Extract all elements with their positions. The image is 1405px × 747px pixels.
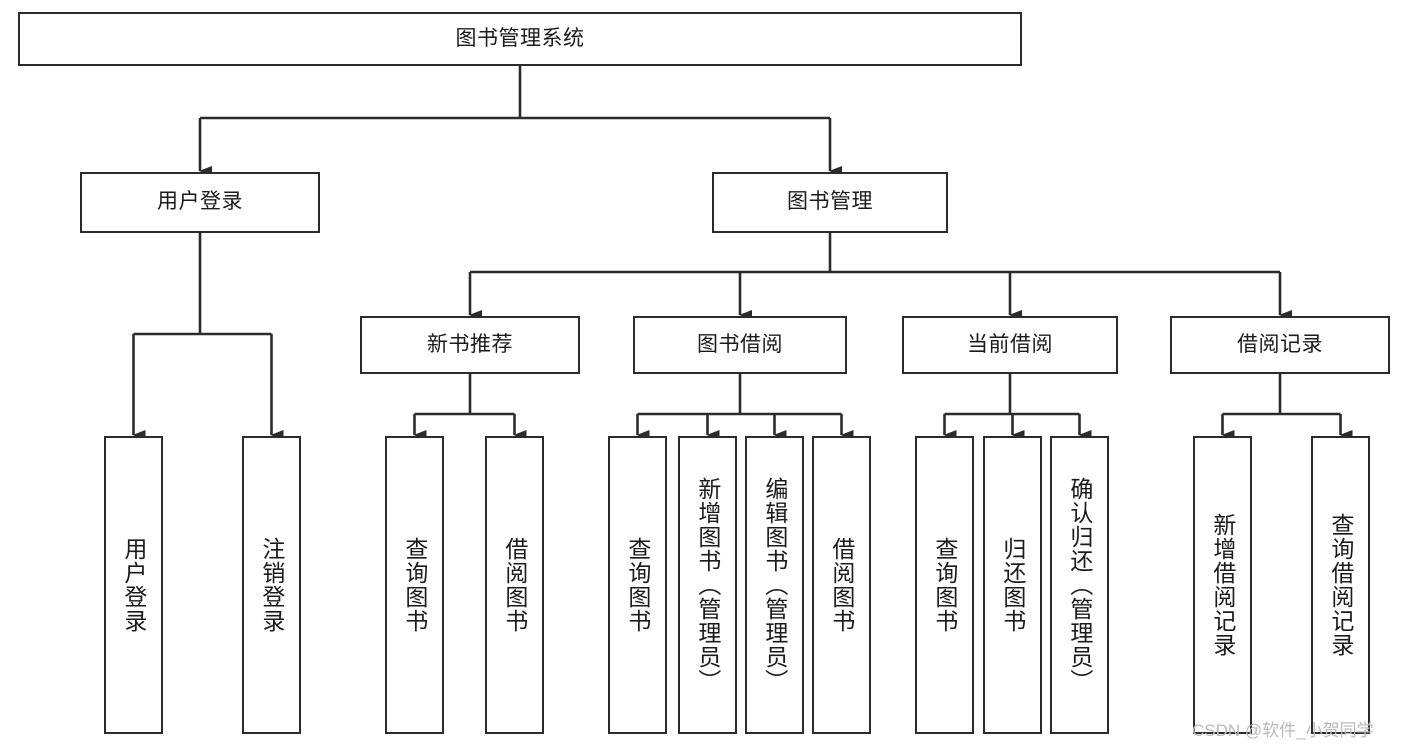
leaf-node-query-borrow-record[interactable]: 查询借阅记录 bbox=[1311, 436, 1370, 734]
leaf-node-label: 归还图书 bbox=[999, 537, 1026, 633]
node-user-login-label: 用户登录 bbox=[157, 190, 243, 214]
leaf-node-label: 借阅图书 bbox=[501, 537, 528, 633]
node-book-borrow[interactable]: 图书借阅 bbox=[633, 316, 847, 374]
leaf-node-confirm-return-admin[interactable]: 确认归还（管理员） bbox=[1050, 436, 1109, 734]
leaf-node-label: 新增图书（管理员） bbox=[694, 477, 721, 693]
node-borrow-record-label: 借阅记录 bbox=[1237, 332, 1323, 356]
node-book-management[interactable]: 图书管理 bbox=[712, 172, 948, 233]
leaf-node-add-borrow-record[interactable]: 新增借阅记录 bbox=[1193, 436, 1252, 734]
leaf-node-query-book[interactable]: 查询图书 bbox=[385, 436, 444, 734]
leaf-node-label: 编辑图书（管理员） bbox=[761, 477, 788, 693]
node-root-label: 图书管理系统 bbox=[455, 26, 585, 50]
leaf-node-label: 查询图书 bbox=[401, 537, 428, 633]
watermark-text: CSDN @软件_小贺同学 bbox=[1192, 721, 1374, 740]
leaf-node-label: 查询图书 bbox=[624, 537, 651, 633]
node-new-book-recommend-label: 新书推荐 bbox=[427, 332, 513, 356]
leaf-node-query-book[interactable]: 查询图书 bbox=[608, 436, 667, 734]
leaf-node-label: 用户登录 bbox=[120, 537, 147, 633]
node-new-book-recommend[interactable]: 新书推荐 bbox=[360, 316, 580, 374]
leaf-node-label: 确认归还（管理员） bbox=[1066, 477, 1093, 693]
leaf-node-label: 注销登录 bbox=[258, 537, 285, 633]
node-current-borrow[interactable]: 当前借阅 bbox=[902, 316, 1118, 374]
node-user-login[interactable]: 用户登录 bbox=[80, 172, 320, 233]
leaf-node-label: 查询借阅记录 bbox=[1327, 513, 1354, 657]
node-book-management-label: 图书管理 bbox=[787, 190, 873, 214]
connector-group bbox=[132, 66, 1353, 440]
leaf-node-label: 借阅图书 bbox=[828, 537, 855, 633]
leaf-node-edit-book-admin[interactable]: 编辑图书（管理员） bbox=[745, 436, 804, 734]
leaf-node-label: 查询图书 bbox=[931, 537, 958, 633]
leaf-node-add-book-admin[interactable]: 新增图书（管理员） bbox=[678, 436, 737, 734]
leaf-node-query-book[interactable]: 查询图书 bbox=[915, 436, 974, 734]
leaf-node-label: 新增借阅记录 bbox=[1209, 513, 1236, 657]
node-borrow-record[interactable]: 借阅记录 bbox=[1170, 316, 1390, 374]
node-current-borrow-label: 当前借阅 bbox=[967, 332, 1053, 356]
leaf-node-user-login[interactable]: 用户登录 bbox=[104, 436, 163, 734]
node-book-borrow-label: 图书借阅 bbox=[697, 332, 783, 356]
node-root-system[interactable]: 图书管理系统 bbox=[18, 12, 1022, 66]
leaf-node-borrow-book[interactable]: 借阅图书 bbox=[485, 436, 544, 734]
leaf-node-logout[interactable]: 注销登录 bbox=[242, 436, 301, 734]
leaf-node-return-book[interactable]: 归还图书 bbox=[983, 436, 1042, 734]
leaf-node-borrow-book[interactable]: 借阅图书 bbox=[812, 436, 871, 734]
